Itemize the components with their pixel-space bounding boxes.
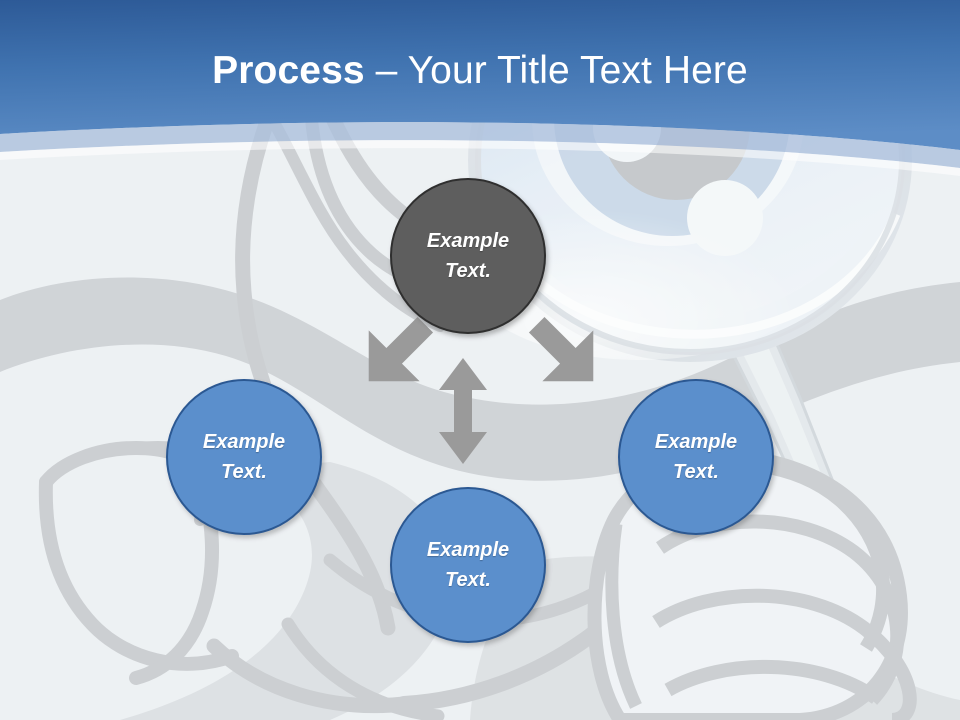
page-title-rest: Your Title Text Here bbox=[407, 49, 748, 92]
page-title: Process – Your Title Text Here bbox=[0, 48, 960, 94]
lens-sheen bbox=[460, 176, 820, 360]
header-banner bbox=[0, 0, 960, 176]
process-node-center-label: Example Text. bbox=[426, 230, 510, 282]
process-node-left[interactable]: Example Text. bbox=[166, 379, 322, 535]
title-bar: Process – Your Title Text Here bbox=[0, 0, 960, 135]
process-node-right[interactable]: Example Text. bbox=[618, 379, 774, 535]
process-node-left-label: Example Text. bbox=[202, 431, 286, 483]
header-accent-band bbox=[0, 122, 960, 168]
process-node-center[interactable]: Example Text. bbox=[390, 178, 546, 334]
process-node-right-label: Example Text. bbox=[654, 431, 738, 483]
process-node-bottom[interactable]: Example Text. bbox=[390, 487, 546, 643]
page-title-strong: Process bbox=[212, 49, 365, 92]
process-node-bottom-label: Example Text. bbox=[426, 539, 510, 591]
page-title-separator: – bbox=[364, 49, 408, 92]
